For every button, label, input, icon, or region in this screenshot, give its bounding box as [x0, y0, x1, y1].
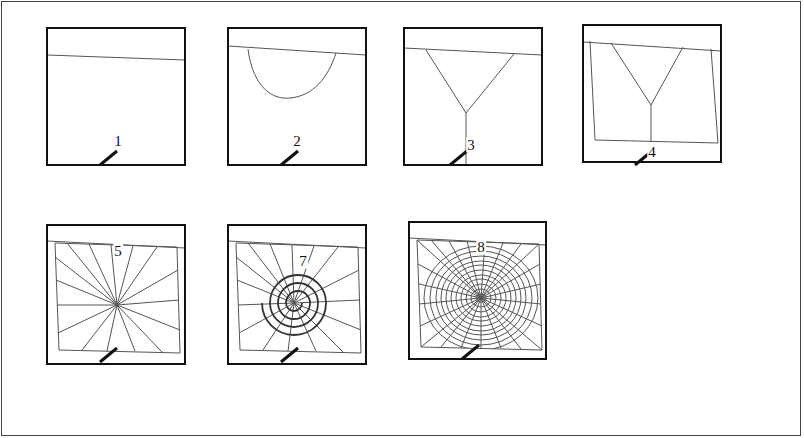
stage-panel: [47, 225, 185, 364]
stage-number: 8: [476, 240, 486, 255]
stage-panel: [409, 222, 547, 359]
stage-number: 3: [466, 138, 476, 153]
stage-number: 2: [292, 134, 302, 149]
stage-panel: [583, 25, 721, 165]
stage-panel: [228, 28, 366, 165]
stage-panel: [47, 28, 185, 165]
stage-number: 7: [298, 254, 308, 269]
stage-panel: [404, 28, 542, 165]
stage-panel: [228, 225, 366, 364]
stage-number: 1: [113, 134, 123, 149]
stage-number: 4: [647, 145, 657, 160]
stage-number: 5: [113, 244, 123, 259]
